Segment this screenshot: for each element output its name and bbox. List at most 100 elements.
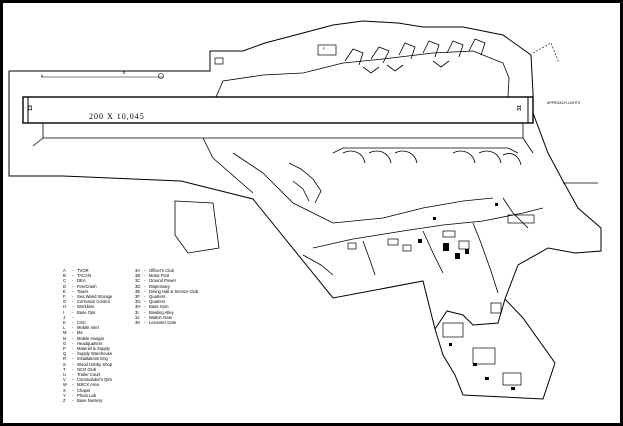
- legend-code: R: [63, 356, 67, 362]
- legend-label: Mobile Hangar: [77, 335, 105, 341]
- legend-code: A: [63, 268, 66, 273]
- legend-code: U: [63, 372, 67, 378]
- legend-separator: -: [72, 278, 74, 284]
- legend-entry: 3C-Ground Power: [135, 278, 198, 283]
- legend-code: N: [63, 335, 67, 341]
- legend-entry: 3K-Leicester Gate: [135, 320, 198, 325]
- legend-separator: -: [72, 314, 74, 320]
- legend-entry: B-TACAN: [63, 273, 112, 278]
- legend-separator: -: [72, 356, 74, 362]
- legend-separator: -: [144, 314, 146, 320]
- legend-label: Ground Power: [149, 278, 176, 284]
- parallel-taxiway: [42, 123, 524, 139]
- south-hardstands: [288, 147, 522, 204]
- legend-label: Dispensary: [149, 283, 170, 289]
- legend-separator: -: [72, 398, 74, 404]
- navaid-marker: [158, 73, 164, 79]
- legend-entry: G-Corrosion Control: [63, 299, 112, 304]
- runway-end-right-number: 31: [516, 105, 523, 111]
- legend-code: V: [63, 377, 66, 383]
- legend-code: 3C: [135, 278, 141, 284]
- legend-separator: -: [144, 273, 146, 279]
- legend-separator: -: [144, 320, 146, 326]
- pad-f-label: F: [323, 47, 326, 51]
- legend-separator: -: [72, 330, 74, 336]
- legend-label: Fire/Crash: [77, 283, 97, 289]
- legend-separator: -: [72, 320, 74, 326]
- legend-entry: 3G-Quarters: [135, 299, 198, 304]
- pad-b-label: B: [123, 71, 126, 75]
- legend-label: MSCX Area: [77, 382, 99, 388]
- legend-code: J: [63, 314, 66, 320]
- runway-dimensions-label: 200 X 10,045: [89, 112, 145, 121]
- legend-label: Motor Pool: [149, 273, 170, 279]
- legend-code: 3A: [135, 268, 141, 273]
- legend-entry: 3D-Dispensary: [135, 284, 198, 289]
- legend-separator: -: [72, 372, 74, 378]
- approach-lights-line: [532, 42, 560, 64]
- legend-separator: -: [72, 361, 74, 367]
- legend-code: 3F: [135, 294, 140, 300]
- legend-label: Quarters: [149, 299, 166, 305]
- west-boundary: [8, 71, 436, 330]
- legend-entry: T-NCO Club: [63, 367, 112, 372]
- legend-separator: -: [72, 283, 74, 289]
- legend-separator: -: [72, 340, 74, 346]
- legend-separator: -: [72, 288, 74, 294]
- legend-separator: -: [72, 377, 74, 383]
- legend-label: Mobile Alert: [77, 325, 99, 331]
- legend-entry: W-MSCX Area: [63, 382, 112, 387]
- legend-separator: -: [72, 346, 74, 352]
- legend-entry: 3F-Quarters: [135, 294, 198, 299]
- legend-separator: -: [144, 304, 146, 310]
- legend-separator: -: [72, 382, 74, 388]
- legend-separator: -: [72, 335, 74, 341]
- legend-code: C: [63, 278, 67, 284]
- pad-a-label: A: [41, 74, 44, 78]
- legend-entry: 3H-Base Gym: [135, 304, 198, 309]
- legend-separator: -: [72, 351, 74, 357]
- legend-separator: -: [72, 294, 74, 300]
- legend-entry: 3I-Bowling Alley: [135, 310, 198, 315]
- legend-label: Headquarters: [77, 340, 103, 346]
- legend-entry: H-Workbins: [63, 304, 112, 309]
- legend-code: 3J: [135, 314, 140, 320]
- legend-entry: K-CSC: [63, 320, 112, 325]
- legend-label: Base Nursery: [77, 398, 103, 404]
- legend-code: X: [63, 387, 66, 393]
- legend-entry: C-DEA: [63, 278, 112, 283]
- legend-code: H: [63, 304, 67, 310]
- legend-separator: -: [144, 283, 146, 289]
- legend-label: TVOR: [77, 268, 89, 273]
- legend-entry: Q-Supply Warehouse: [63, 351, 112, 356]
- legend-label: Tower: [77, 288, 89, 294]
- legend-separator: -: [72, 392, 74, 398]
- airfield-map-drawing: [8, 20, 602, 400]
- legend-separator: -: [144, 268, 146, 273]
- legend-code: 3H: [135, 304, 141, 310]
- legend-entry: F-Sea Wand Storage: [63, 294, 112, 299]
- legend-separator: -: [72, 299, 74, 305]
- legend-label: Base Ops: [77, 309, 96, 315]
- legend-code: 3G: [135, 299, 141, 305]
- legend-label: Supply Warehouse: [77, 351, 113, 357]
- legend-entry: D-Fire/Crash: [63, 284, 112, 289]
- legend-separator: -: [72, 366, 74, 372]
- legend-label: Bowling Alley: [149, 309, 174, 315]
- legend-entry: L-Mobile Alert: [63, 325, 112, 330]
- legend-label: Chapel: [77, 387, 91, 393]
- legend-entry: E-Tower: [63, 289, 112, 294]
- legend-entry: 3J-Walton Gate: [135, 315, 198, 320]
- legend-label: Trailer Court: [77, 372, 101, 378]
- legend-label: Workbins: [77, 304, 95, 310]
- legend-label: Dining Hall & Service Club: [149, 288, 199, 294]
- legend-code: G: [63, 299, 67, 305]
- legend-entry: J-: [63, 315, 112, 320]
- legend-entry: X-Chapel: [63, 388, 112, 393]
- legend-entry: U-Trailer Court: [63, 372, 112, 377]
- legend-label: Installations Eng: [77, 356, 108, 362]
- legend-code: Y: [63, 392, 66, 398]
- legend-entry: P-Materiel & Supply: [63, 346, 112, 351]
- legend-entry: 3E-Dining Hall & Service Club: [135, 289, 198, 294]
- legend-label: Corrosion Control: [77, 299, 110, 305]
